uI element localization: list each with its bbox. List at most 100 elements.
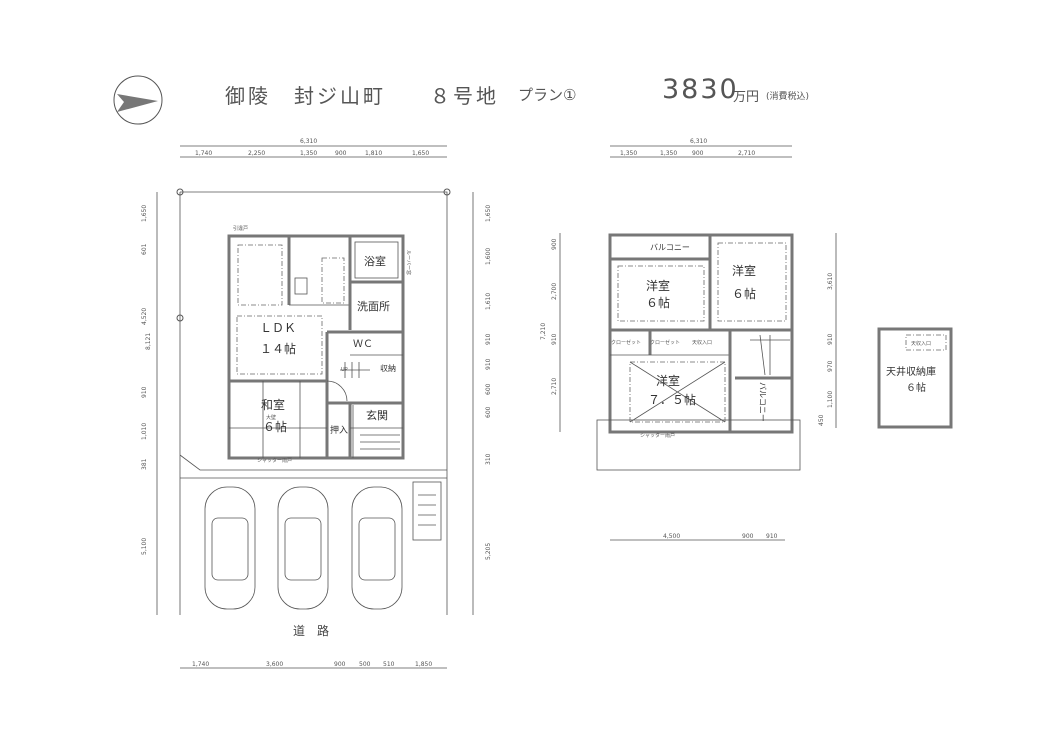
first_floor-top_dims-total: 6,310 [300,138,317,145]
first_floor-right_dims-7: 310 [485,453,492,465]
first_floor-top_dims-segments-2: 1,350 [300,150,317,157]
balcony-side-label: バルコニー [758,382,767,422]
first_floor-left_dims-1: 601 [141,243,148,255]
first-floor-right-dimensions: 1,650 1,600 1,610 910 910 600 600 310 5,… [472,192,492,615]
site-boundary [176,188,451,615]
outdoor-stairs-icon [412,481,442,541]
first_floor-right_dims-2: 1,610 [485,293,492,310]
road-label: 道 路 [293,623,329,638]
plan-name: プラン① [518,86,577,104]
second_floor-labels-shutter_door: シャッター雨戸 [640,432,675,439]
first_floor-left_dims-5: 381 [141,458,148,470]
second_floor-top_dims-segments-2: 900 [692,150,704,157]
first_floor-bottom_dims-4: 510 [383,661,395,668]
first-floor-bottom-dimensions: 1,740 3,600 900 500 510 1,850 [180,661,447,669]
western-room2-size: ６帖 [732,286,756,301]
first_floor-left_dims-4: 1,010 [141,423,148,440]
location-title: 御陵 封ジ山町 [225,84,386,108]
north-arrow-icon [113,75,163,125]
price-unit: 万円 [733,90,760,105]
washitsu-size: ６帖 [263,419,287,434]
louver-window-label: ルーバー窓 [405,250,412,275]
closet2-label: クローゼット [650,339,680,346]
attic-entry-label: 天収入口 [692,339,712,346]
attic-storage-plan: 天収入口 天井収納庫 ６帖 [877,327,953,429]
western-room3-size: ７．５帖 [648,392,696,407]
first_floor-left_dims-6: 5,100 [141,538,148,555]
western-room3-label: 洋室 [656,373,680,388]
second_floor-left_dims-3: 2,710 [551,378,558,395]
first_floor-left_total: 8,121 [145,333,152,350]
second_floor-bottom_dims-2: 910 [766,533,778,540]
second_floor-right_dims-0: 3,610 [827,273,834,290]
second_floor-left_dims-0: 900 [551,238,558,250]
second_floor-top_dims-segments-3: 2,710 [738,150,755,157]
first_floor-top_dims-segments-5: 1,650 [412,150,429,157]
first_floor-right_dims-4: 910 [485,358,492,370]
first_floor-left_dims-3: 910 [141,386,148,398]
first-floor-left-dimensions: 1,650 601 4,520 910 1,010 381 5,100 8,12… [141,192,158,615]
car-icon [277,486,329,610]
price: 3830 [662,74,739,105]
second_floor-bottom_dims-1: 900 [742,533,754,540]
second_floor-left_dims-2: 910 [551,333,558,345]
ldk-label: ＬＤＫ [260,321,296,335]
first_floor-right_dims-0: 1,650 [485,205,492,222]
second_floor-right_dims-4: 450 [818,414,825,426]
lot-number: ８号地 [430,84,499,108]
first-floor-plan: ＬＤＫ １４帖 浴室 洗面所 ＷＣ 収納 和室 大壁 ６帖 押入 玄関 シャッタ… [227,225,412,464]
second_floor-top_dims-total: 6,310 [690,138,707,145]
second_floor-top_dims-segments-0: 1,350 [620,150,637,157]
western-room2-label: 洋室 [732,263,756,278]
car-icon [351,486,403,610]
second_floor-left_dims-1: 2,700 [551,283,558,300]
wc-label: ＷＣ [353,339,373,350]
first_floor-bottom_dims-0: 1,740 [192,661,209,668]
second-floor-right-dimensions: 3,610 910 970 1,100 450 [818,233,837,428]
storage-label: 収納 [380,363,396,373]
attic-name: 天井収納庫 [886,365,936,378]
washitsu-note: 大壁 [266,414,276,421]
second_floor-right_dims-1: 910 [827,333,834,345]
second-floor-bottom-dimensions: 4,500 900 910 [610,533,785,541]
first_floor-right_dims-8: 5,205 [485,543,492,560]
first_floor-top_dims-segments-3: 900 [335,150,347,157]
second-floor-top-dimensions: 6,310 1,350 1,350 900 2,710 [610,138,792,158]
bath-label: 浴室 [364,254,386,268]
second_floor-top_dims-segments-1: 1,350 [660,150,677,157]
western-room1-size: ６帖 [646,295,670,310]
attic-entry-label: 天収入口 [911,340,931,347]
second-floor-plan: バルコニー 洋室 ６帖 洋室 ６帖 クローゼット クローゼット 天収入口 洋室 … [596,233,801,471]
first_floor-left_dims-0: 1,650 [141,205,148,222]
balcony-top-label: バルコニー [650,243,690,252]
second_floor-left_total: 7,210 [540,323,547,340]
oshiire-label: 押入 [330,424,348,436]
first_floor-right_dims-3: 910 [485,333,492,345]
western-room1-label: 洋室 [646,278,670,293]
second_floor-right_dims-2: 970 [827,360,834,372]
first_floor-bottom_dims-5: 1,850 [415,661,432,668]
first_floor-top_dims-segments-1: 2,250 [248,150,265,157]
first-floor-top-dimensions: 6,310 1,740 2,250 1,350 900 1,810 1,650 [180,138,447,158]
first_floor-bottom_dims-3: 500 [359,661,371,668]
first_floor-labels-up: UP [341,367,348,373]
second_floor-bottom_dims-0: 4,500 [663,533,680,540]
second_floor-right_dims-3: 1,100 [827,391,834,408]
first_floor-labels-hikichigai: 引違戸 [233,225,248,232]
first_floor-left_dims-2: 4,520 [141,308,148,325]
car-icon [204,486,256,610]
parking-cars [204,481,442,610]
entrance-label: 玄関 [366,408,388,422]
first_floor-right_dims-5: 600 [485,383,492,395]
second-floor-left-dimensions: 900 2,700 910 2,710 7,210 [540,233,561,432]
first_floor-top_dims-segments-0: 1,740 [195,150,212,157]
washitsu-label: 和室 [261,397,285,412]
first_floor-right_dims-1: 1,600 [485,248,492,265]
first_floor-labels-shutter_door: シャッター雨戸 [257,457,292,464]
first_floor-right_dims-6: 600 [485,406,492,418]
first_floor-bottom_dims-2: 900 [334,661,346,668]
first_floor-bottom_dims-1: 3,600 [266,661,283,668]
attic-size: ６帖 [906,381,926,394]
washroom-label: 洗面所 [357,300,390,313]
